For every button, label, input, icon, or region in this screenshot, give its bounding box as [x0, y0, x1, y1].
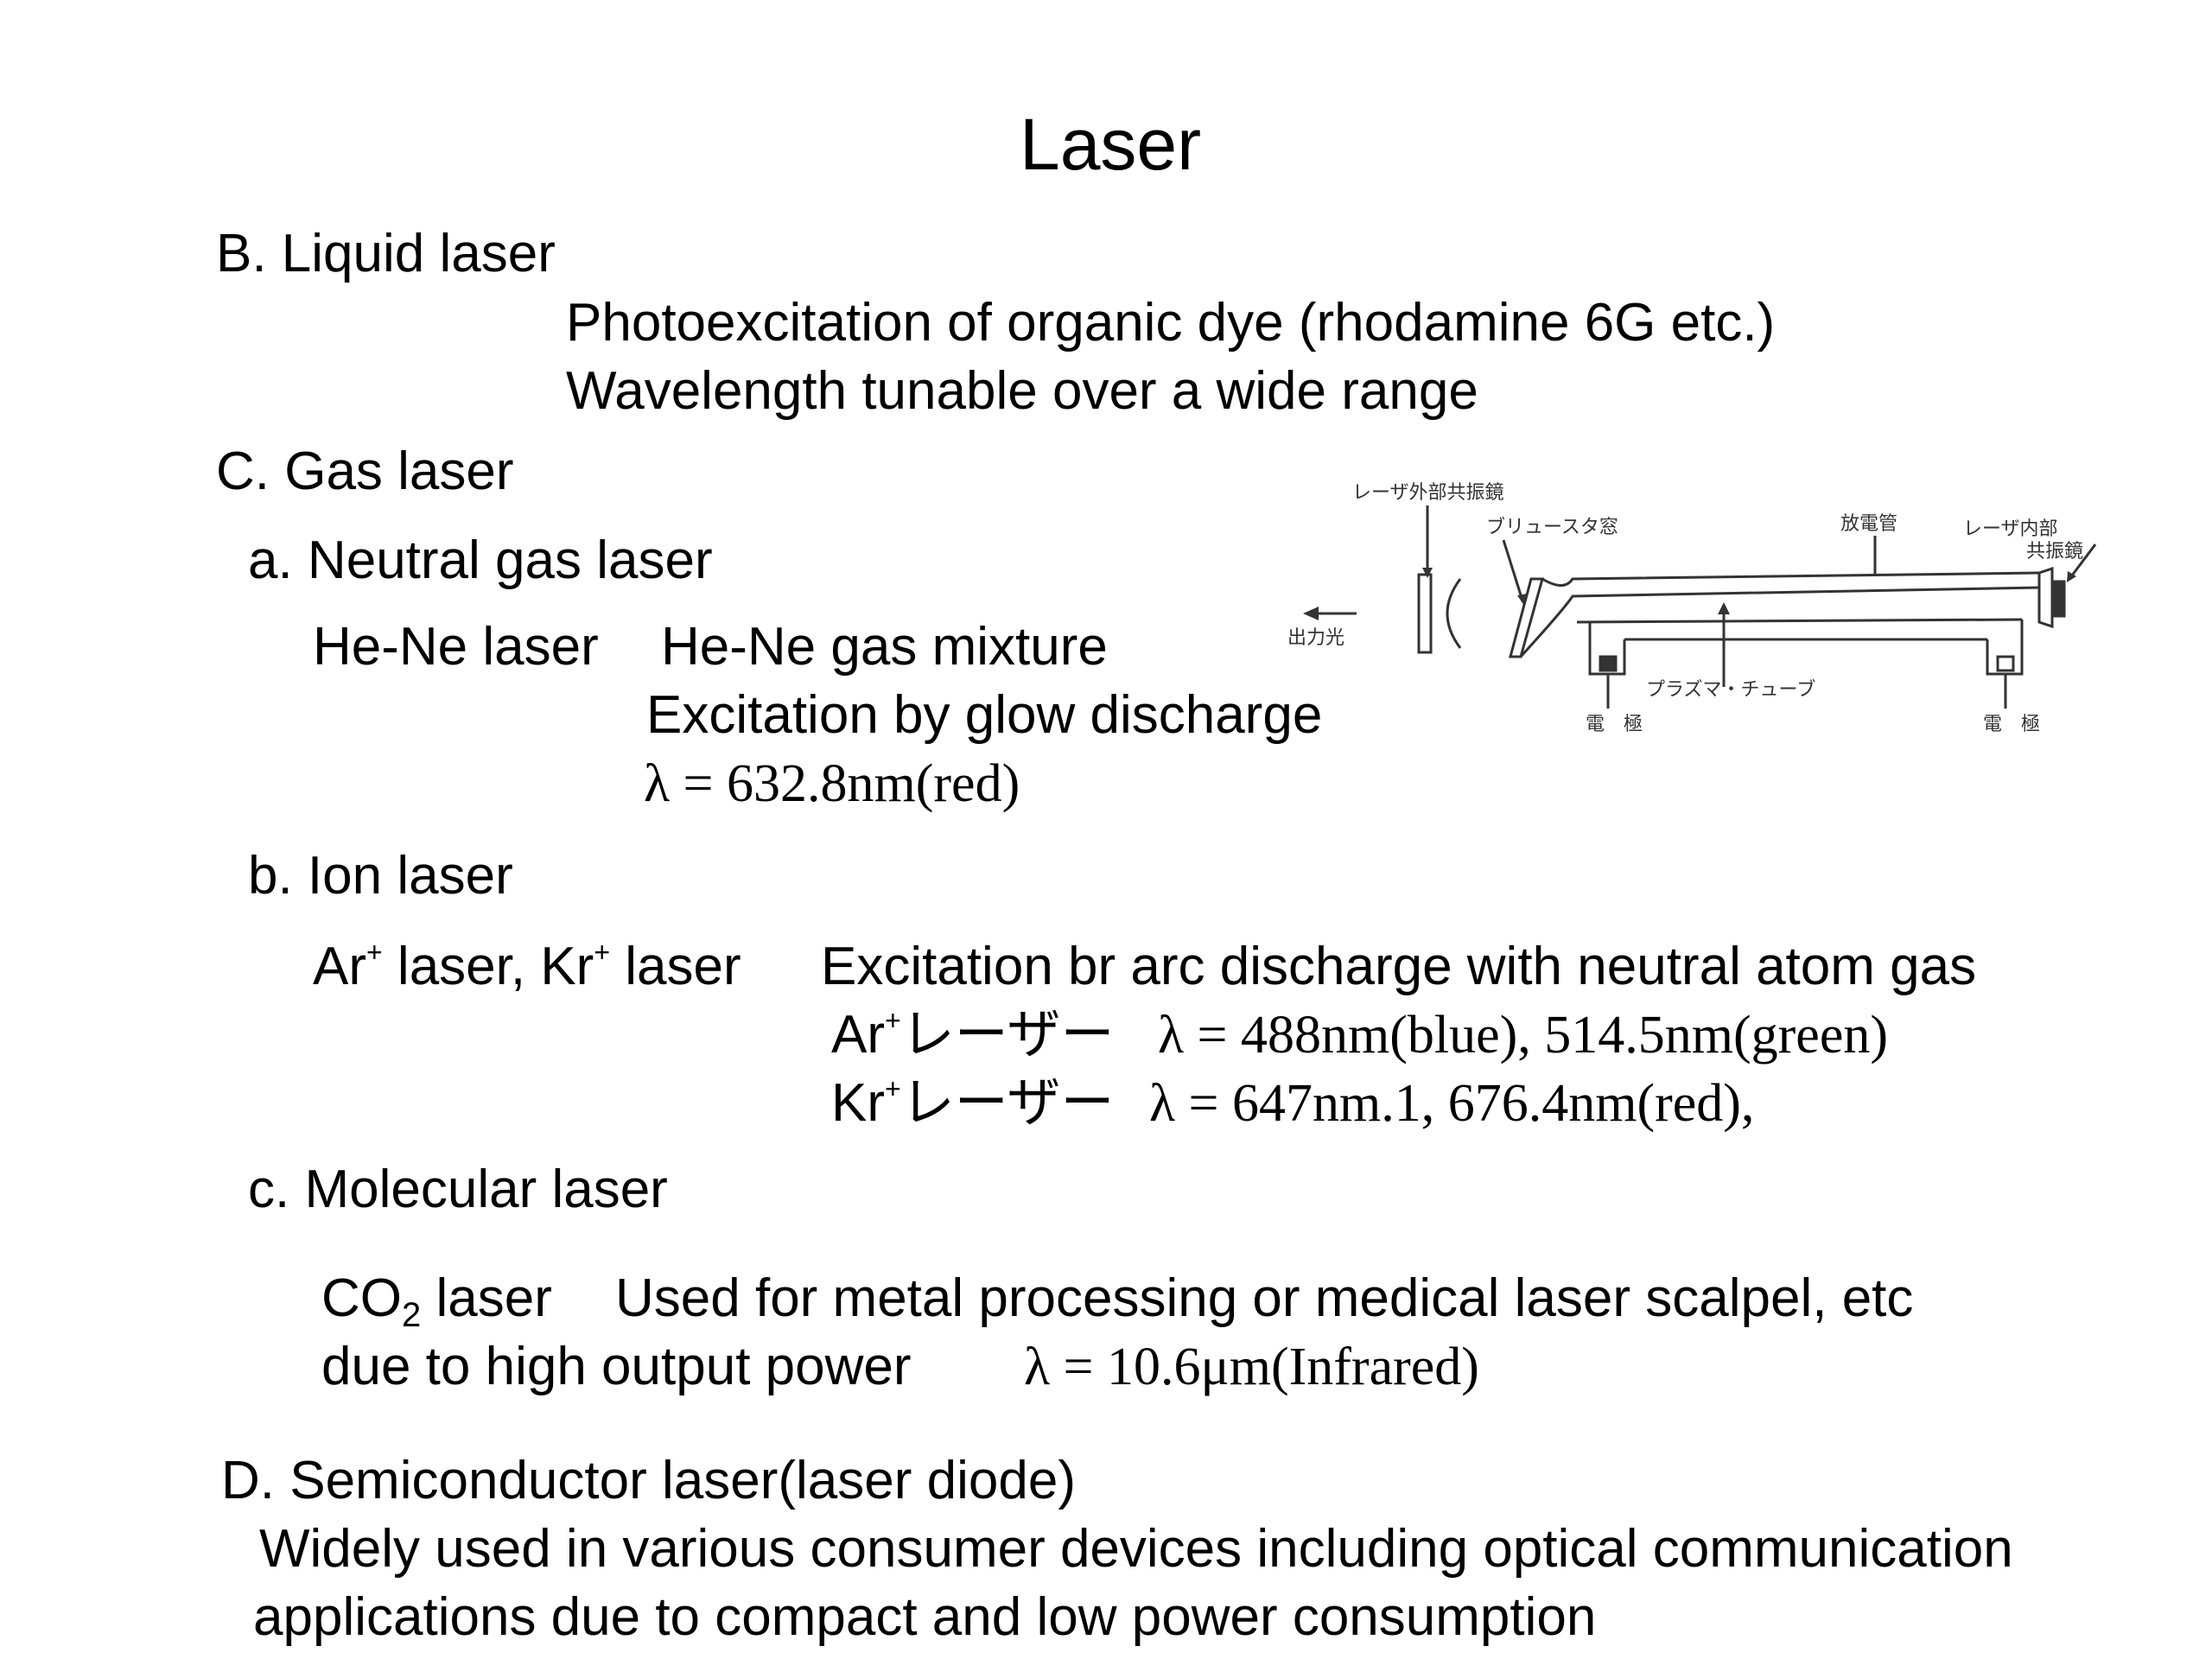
- section-c-heading: C. Gas laser: [216, 442, 514, 501]
- co2-wavelength: λ = 10.6μm(Infrared): [1024, 1338, 1479, 1396]
- ar-laser-label: Ar+レーザー: [831, 1005, 1115, 1065]
- brewster-window: [1509, 577, 1544, 658]
- label-electrode-right: 電 極: [1983, 714, 2040, 735]
- label-brewster-window: ブリュースタ窓: [1486, 517, 1618, 538]
- section-d-heading: D. Semiconductor laser(laser diode): [221, 1451, 1076, 1510]
- section-d-line2: applications due to compact and low powe…: [253, 1587, 1597, 1647]
- internal-mirror: [2050, 580, 2066, 618]
- co2-desc2: due to high output power: [321, 1337, 912, 1396]
- kr-laser-label: Kr+レーザー: [831, 1073, 1115, 1133]
- label-internal-mirror-2: 共振鏡: [2026, 541, 2083, 563]
- label-electrode-left: 電 極: [1586, 714, 1643, 735]
- section-d-line1: Widely used in various consumer devices …: [259, 1519, 2013, 1579]
- hene-desc1: He-Ne gas mixture: [661, 617, 1108, 677]
- label-output-light: 出力光: [1287, 627, 1344, 649]
- co2-desc1: Used for metal processing or medical las…: [615, 1268, 1914, 1328]
- co2-name: CO2 laser: [321, 1268, 552, 1334]
- right-electrode-arm: [1986, 620, 2024, 676]
- hene-name: He-Ne laser: [313, 617, 599, 677]
- label-plasma-tube: プラズマ・チューブ: [1646, 679, 1815, 701]
- kr-wavelength: λ = 647nm.1, 676.4nm(red),: [1149, 1074, 1755, 1133]
- ion-laser-names: Ar+ laser, Kr+ laser: [313, 937, 741, 996]
- section-b-line2: Wavelength tunable over a wide range: [566, 361, 1478, 421]
- external-mirror: [1417, 573, 1433, 654]
- label-internal-mirror-1: レーザ内部: [1963, 518, 2058, 540]
- section-b-line1: Photoexcitation of organic dye (rhodamin…: [566, 293, 1776, 353]
- hene-desc2: Excitation by glow discharge: [646, 685, 1323, 745]
- ar-wavelength: λ = 488nm(blue), 514.5nm(green): [1158, 1006, 1888, 1065]
- molecular-laser-heading: c. Molecular laser: [248, 1160, 668, 1219]
- neutral-gas-heading: a. Neutral gas laser: [248, 531, 713, 590]
- page-title: Laser: [1020, 104, 1202, 185]
- label-discharge-tube: 放電管: [1840, 513, 1897, 535]
- ion-laser-desc: Excitation br arc discharge with neutral…: [821, 937, 1977, 996]
- hene-wavelength: λ = 632.8nm(red): [644, 754, 1020, 813]
- hene-laser-diagram: レーザ外部共振鏡 ブリュースタ窓 放電管 レーザ内部 共振鏡 出力光 プラズマ・…: [1287, 482, 2097, 735]
- ion-laser-heading: b. Ion laser: [248, 846, 513, 906]
- label-external-mirror: レーザ外部共振鏡: [1352, 482, 1504, 504]
- section-b-heading: B. Liquid laser: [216, 224, 556, 283]
